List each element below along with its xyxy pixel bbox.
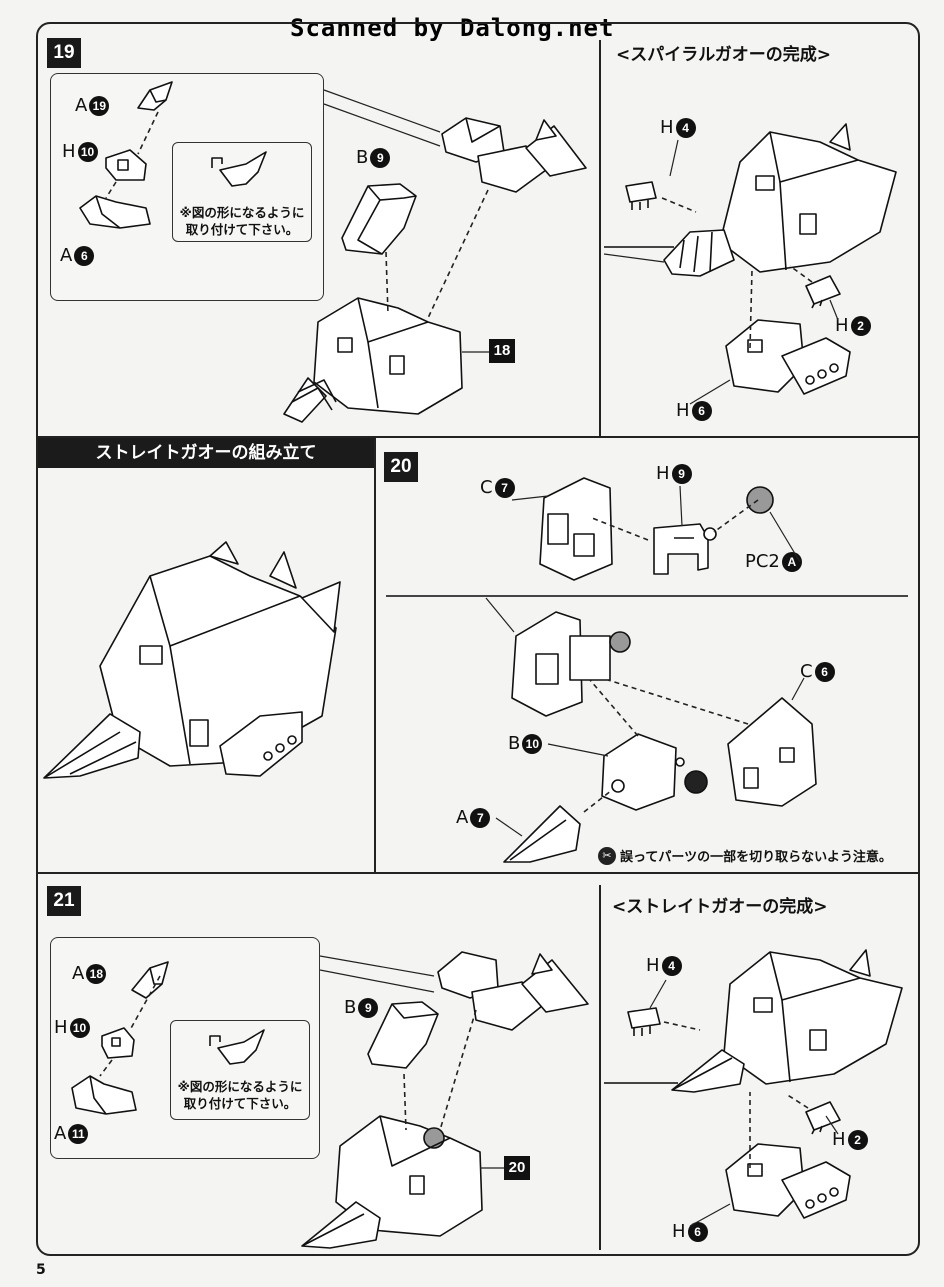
step20-mid-assembly-art	[511, 611, 631, 717]
step21-A18-art	[131, 961, 169, 999]
watermark: Scanned by Dalong.net	[290, 14, 615, 42]
straight-H4-art	[627, 1007, 661, 1036]
step-21-number: 21	[47, 886, 81, 916]
step-19-note: ※図の形になるように取り付けて下さい。	[179, 205, 305, 237]
caution-icon-illustration	[684, 770, 708, 794]
step-20-number: 20	[384, 452, 418, 482]
step20-B10-art	[601, 733, 685, 811]
divider-h-straight	[604, 1082, 678, 1084]
step-19-upper-assembly-art	[441, 117, 587, 193]
part-A19-art	[137, 81, 173, 111]
note-art-21	[209, 1029, 265, 1065]
divider-2	[36, 872, 920, 874]
step21-H10-art	[101, 1027, 135, 1059]
divider-h20	[386, 595, 908, 597]
spiral-tracks-art	[725, 319, 851, 395]
step20-C7-art	[539, 477, 613, 581]
straight-gao-complete-art	[671, 949, 903, 1093]
divider-v3	[599, 885, 601, 1250]
step21-A11-art	[71, 1075, 137, 1115]
step-21-note: ※図の形になるように取り付けて下さい。	[177, 1079, 303, 1111]
spiral-complete-title: <スパイラルガオーの完成>	[616, 45, 831, 65]
straight-tracks-art	[725, 1143, 851, 1219]
part-B9-art	[341, 183, 417, 255]
page-frame	[36, 22, 920, 1256]
step20-A7-art	[503, 805, 581, 863]
step20-PC2-art	[746, 486, 774, 514]
step20-C6-art	[727, 697, 817, 807]
straight-gao-art	[43, 541, 341, 779]
step-19-result-tag: 18	[489, 339, 515, 363]
part-H10-art	[105, 149, 147, 181]
step20-H9-art	[653, 523, 717, 575]
step21-result-art	[301, 1115, 483, 1249]
step-19-number: 19	[47, 38, 81, 68]
divider-v1	[599, 40, 601, 436]
straight-complete-title: <ストレイトガオーの完成>	[612, 897, 828, 917]
straight-assembly-header: ストレイトガオーの組み立て	[38, 438, 374, 468]
note-art-19	[211, 151, 267, 187]
divider-1	[36, 436, 920, 438]
step-19-result-art	[283, 297, 463, 423]
spiral-H4-art	[625, 181, 657, 210]
step-19-note-box	[172, 142, 312, 242]
page-number: 5	[36, 1262, 46, 1278]
step-21-note-box	[170, 1020, 310, 1120]
step21-upper-assembly-art	[437, 951, 589, 1031]
spiral-gao-art	[663, 123, 897, 277]
spiral-H2-art	[805, 275, 841, 309]
step-21-result-tag: 20	[504, 1156, 530, 1180]
straight-H2-art	[805, 1101, 841, 1135]
part-A6-art	[79, 195, 151, 229]
scissors-icon: ✂	[598, 846, 616, 865]
divider-h-spiral	[604, 246, 674, 248]
step20-caution: ✂ 誤ってパーツの一部を切り取らないよう注意。	[598, 846, 892, 865]
step21-B9-art	[367, 1001, 439, 1069]
divider-v2	[374, 436, 376, 872]
